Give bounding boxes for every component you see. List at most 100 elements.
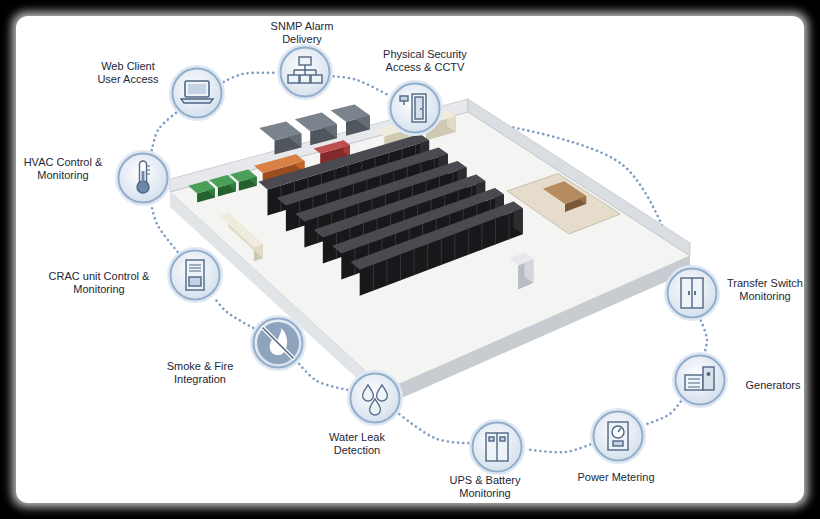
icon-disc [171, 67, 223, 119]
icon-discs [117, 46, 726, 473]
circle-outline [471, 421, 523, 473]
circle-outline [252, 317, 304, 369]
icon-disc [389, 82, 441, 134]
node-label: Physical Security Access & CCTV [369, 48, 481, 73]
icon-disc [117, 152, 169, 204]
crac-unit-icon [186, 260, 204, 290]
node-label: Smoke & Fire Integration [156, 360, 244, 385]
prism-top [259, 121, 301, 140]
rack-divider [509, 213, 510, 239]
dotted-ring [701, 321, 707, 352]
prism-top [543, 181, 586, 204]
grey-cabinet [509, 253, 533, 290]
icon-circle: Transfer Switch Monitoring [666, 267, 718, 319]
chiller-unit [259, 121, 301, 154]
icon-circle: CRAC unit Control & Monitoring [169, 249, 221, 301]
node-label: Transfer Switch Monitoring [720, 277, 810, 302]
circle-border [594, 412, 643, 461]
rack-divider [373, 265, 374, 291]
dotted-ring [299, 363, 347, 389]
circle-border [668, 269, 717, 318]
no-fire-icon [257, 322, 299, 364]
icon-disc [666, 267, 718, 319]
dotted-ring [152, 206, 178, 252]
rack-divider [454, 234, 455, 260]
icon-disc [169, 249, 221, 301]
icon-circle: Water Leak Detection [349, 372, 401, 424]
dotted-ring [214, 297, 253, 328]
circle-outline [666, 267, 718, 319]
green-cabinet [230, 169, 257, 190]
dotted-ring [334, 76, 389, 95]
circle-border [171, 251, 220, 300]
circle-outline [171, 67, 223, 119]
node-label: Generators [740, 379, 806, 392]
dotted-ring [645, 402, 681, 425]
icon-disc [592, 410, 644, 462]
circle-outline [279, 46, 331, 98]
circle-border [173, 69, 222, 118]
floor-edge [386, 256, 690, 405]
rack-divider [441, 239, 442, 265]
circle-border [676, 356, 725, 405]
icon-circle: SNMP Alarm Delivery [279, 46, 331, 98]
icon-disc [674, 354, 726, 406]
circle-outline [349, 372, 401, 424]
circle-outline [117, 152, 169, 204]
icon-circle: Smoke & Fire Integration [252, 317, 304, 369]
circle-outline [592, 410, 644, 462]
rack-divider [427, 244, 428, 270]
dotted-ring [399, 414, 468, 443]
node-label: Web Client User Access [93, 60, 163, 85]
circle-border [391, 84, 440, 133]
node-label: UPS & Battery Monitoring [440, 474, 530, 499]
server-rack-row [351, 202, 523, 296]
dotted-ring [526, 444, 590, 452]
prism-top [188, 181, 215, 194]
prism-top [331, 104, 370, 121]
dotted-ring [224, 73, 276, 82]
green-cabinet [209, 175, 236, 197]
green-cabinet [188, 181, 215, 203]
icon-circle: Web Client User Access [171, 67, 223, 119]
node-label: HVAC Control & Monitoring [14, 156, 112, 181]
generator-icon [685, 367, 714, 390]
rack-divider [495, 218, 496, 244]
icon-circle: HVAC Control & Monitoring [117, 152, 169, 204]
prism-top [254, 154, 305, 173]
rack-divider [468, 229, 469, 255]
circle-outline [169, 249, 221, 301]
office-floor [507, 174, 620, 235]
circle-border [119, 154, 168, 203]
water-drops-icon [363, 385, 388, 415]
circle-border [473, 423, 522, 472]
prism-top [230, 169, 257, 181]
rack-divider [414, 249, 415, 275]
prism-top [209, 175, 236, 188]
prism-top [314, 140, 350, 153]
icon-circle: UPS & Battery Monitoring [471, 421, 523, 473]
circle-outline [389, 82, 441, 134]
dotted-ring [152, 113, 176, 150]
node-label: CRAC unit Control & Monitoring [38, 270, 160, 295]
transfer-switch-icon [681, 278, 703, 308]
chiller-unit [295, 113, 337, 146]
circle-border [281, 48, 330, 97]
white-panel [16, 16, 804, 503]
icon-circle: Generators [674, 354, 726, 406]
door-camera-icon [400, 94, 426, 122]
icon-disc [279, 46, 331, 98]
office-table [543, 181, 586, 212]
power-meter-icon [608, 422, 628, 450]
thermometer-icon [137, 161, 150, 193]
icon-disc [471, 421, 523, 473]
frame-glow [12, 12, 808, 507]
node-label: Power Metering [566, 471, 666, 484]
node-label: SNMP Alarm Delivery [262, 20, 342, 45]
prism-top [219, 213, 263, 247]
floor [170, 112, 690, 390]
prism-top [295, 113, 337, 132]
rack-divider [386, 259, 387, 285]
